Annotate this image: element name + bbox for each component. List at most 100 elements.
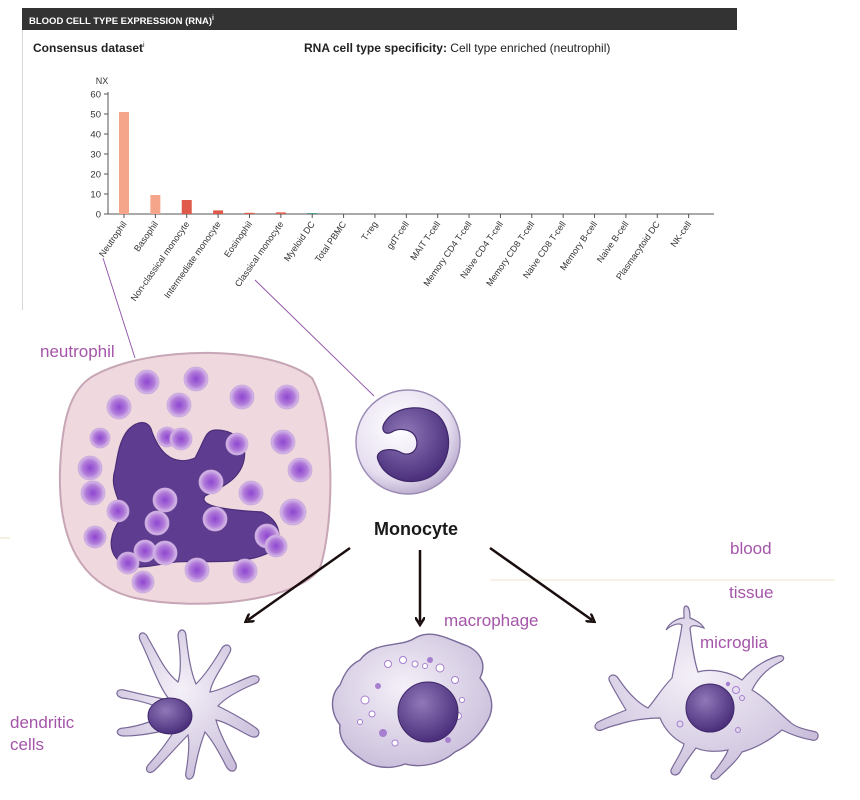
granule [106,394,132,420]
vesicle [368,710,376,718]
connector-monocyte [254,279,375,397]
y-axis-title: NX [96,76,109,86]
granule [131,570,155,594]
dataset-info-icon[interactable]: i [143,42,145,49]
granule [144,510,170,536]
granule [183,366,209,392]
granule [106,499,130,523]
granule [225,432,249,456]
vesicle [375,683,381,689]
specificity-label: RNA cell type specificity: [304,41,447,55]
vesicle [435,663,445,673]
dendritic-cell-illustration [116,629,260,780]
granule [152,487,178,513]
y-tick-label: 20 [90,170,101,181]
vesicle [732,686,740,694]
vesicle [384,660,392,668]
granule [232,558,258,584]
monocyte-illustration [355,389,461,495]
granule [274,384,300,410]
x-tick-label: Naive B-cell [595,219,631,264]
x-tick-label: Basophil [132,219,160,253]
dataset-label: Consensus dataseti [33,41,145,55]
macrophage-illustration [331,633,493,769]
y-tick-label: 30 [90,150,101,161]
granule [169,427,193,451]
bar[interactable] [150,195,161,214]
vesicle [379,729,387,737]
vesicle [735,727,741,733]
neutrophil-label: neutrophil [40,342,115,361]
vesicle [391,739,399,747]
granule [184,557,210,583]
vesicle [451,676,459,684]
x-tick-label: Intermediate monocyte [162,219,223,300]
granule [83,525,107,549]
dendritic-label-line2: cells [10,735,45,754]
granule [279,498,307,526]
y-tick-label: 40 [90,130,101,141]
vesicle [427,657,433,663]
specificity-value: Cell type enriched (neutrophil) [450,41,611,55]
y-tick-label: 10 [90,190,101,201]
macrophage-label: macrophage [444,611,539,630]
granule [166,392,192,418]
vesicle [445,737,451,743]
blood-label: blood [730,539,772,558]
vesicle [725,681,731,687]
granule [202,506,228,532]
granule [134,369,160,395]
arrow-to-dendritic [248,546,351,620]
vesicle [739,695,745,701]
bar[interactable] [244,212,255,214]
y-tick-label: 50 [90,110,101,121]
x-tick-label: T-reg [359,219,379,242]
vesicle [459,697,465,703]
granule [152,540,178,566]
granule [198,469,224,495]
info-icon[interactable]: i [211,15,214,22]
neutrophil-illustration [58,351,332,605]
monocyte-label: Monocyte [374,519,459,539]
dataset-label-text: Consensus dataset [33,41,144,55]
granule [238,480,264,506]
bar[interactable] [338,213,349,214]
x-tick-label: Total PBMC [313,219,349,264]
x-tick-label: NK-cell [668,219,693,249]
granule [270,429,296,455]
vesicle [357,719,363,725]
bar[interactable] [119,112,129,214]
connector-neutrophil [102,257,136,359]
vesicle [676,720,684,728]
granule [287,457,313,483]
x-tick-label: Non-classical monocyte [129,219,192,303]
bar[interactable] [307,213,318,214]
microglia-illustration [594,605,819,780]
granule [77,455,103,481]
vesicle [360,695,370,705]
x-tick-label: MAIT T-cell [408,219,442,262]
granule [89,427,111,449]
x-tick-label: Eosinophil [222,219,254,259]
x-tick-label: gdT-cell [385,219,411,251]
bar[interactable] [213,210,224,214]
granule [264,534,288,558]
y-tick-label: 0 [96,210,101,221]
microglia-label: microglia [700,633,769,652]
vesicle [422,663,428,669]
section-header: BLOOD CELL TYPE EXPRESSION (RNA)i [22,8,737,30]
bar[interactable] [181,200,192,214]
vesicle [411,660,419,668]
x-tick-label: Neutrophil [97,219,129,258]
x-tick-label: Myeloid DC [282,219,317,263]
bar[interactable] [275,212,286,214]
granule [229,384,255,410]
section-title: BLOOD CELL TYPE EXPRESSION (RNA) [29,16,212,28]
specificity-line: RNA cell type specificity: Cell type enr… [304,41,610,55]
arrow-to-microglia [489,546,592,620]
vesicle [399,656,407,664]
